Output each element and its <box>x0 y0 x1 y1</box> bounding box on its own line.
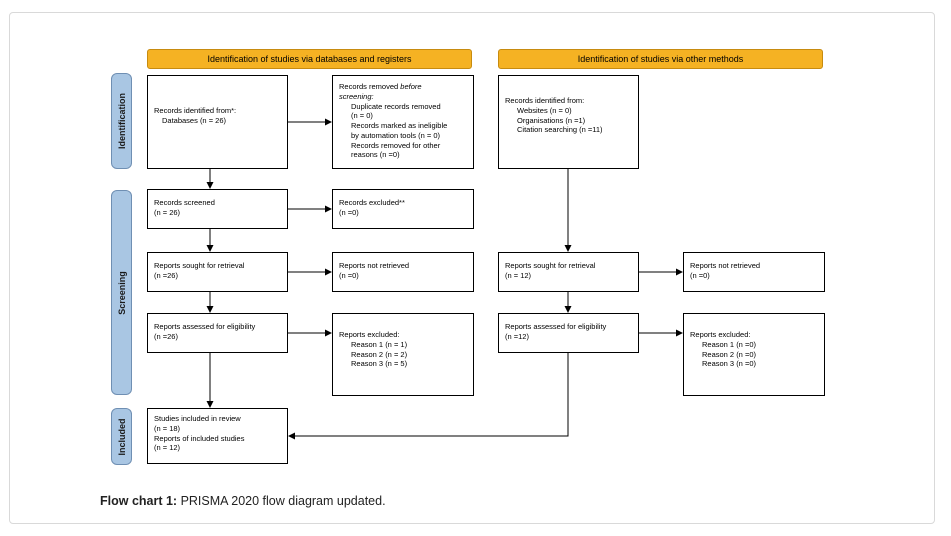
other-records-identified-line3: Organisations (n =1) <box>517 115 586 125</box>
reports-excluded-line1: Reports excluded: <box>339 330 400 339</box>
records-removed-line6: by automation tools (n = 0) <box>351 130 441 140</box>
other-reports-sought-box: Reports sought for retrieval (n = 12) <box>498 252 639 292</box>
reports-not-retrieved-line1: Reports not retrieved <box>339 261 410 270</box>
records-excluded-line1: Records excluded** <box>339 198 405 207</box>
reports-sought-line2: (n =26) <box>154 270 178 280</box>
studies-included-line1: Studies included in review <box>154 414 241 423</box>
reports-not-retrieved-box: Reports not retrieved (n =0) <box>332 252 474 292</box>
other-reports-not-retrieved-line1: Reports not retrieved <box>690 261 761 270</box>
records-removed-box: Records removed before screening: Duplic… <box>332 75 474 169</box>
records-removed-line5: Records marked as ineligible <box>351 121 448 130</box>
records-screened-box: Records screened (n = 26) <box>147 189 288 229</box>
other-reports-excluded-line2: Reason 1 (n =0) <box>702 339 756 349</box>
reports-assessed-box: Reports assessed for eligibility (n =26) <box>147 313 288 353</box>
header-other-methods-text: Identification of studies via other meth… <box>577 54 744 64</box>
studies-included-line4: (n = 12) <box>154 443 181 453</box>
reports-not-retrieved-line2: (n =0) <box>339 270 359 280</box>
other-reports-excluded-line4: Reason 3 (n =0) <box>702 359 756 369</box>
other-reports-sought-line2: (n = 12) <box>505 270 532 280</box>
reports-assessed-line1: Reports assessed for eligibility <box>154 322 256 331</box>
records-removed-line8: reasons (n =0) <box>351 150 400 160</box>
records-screened-line1: Records screened <box>154 198 215 207</box>
caption-label: Flow chart 1: <box>100 494 178 508</box>
header-other-methods: Identification of studies via other meth… <box>498 49 823 69</box>
header-databases: Identification of studies via databases … <box>147 49 472 69</box>
reports-assessed-line2: (n =26) <box>154 331 178 341</box>
records-excluded-line2: (n =0) <box>339 207 359 217</box>
other-reports-assessed-box: Reports assessed for eligibility (n =12) <box>498 313 639 353</box>
caption-text: PRISMA 2020 flow diagram updated. <box>177 494 386 508</box>
records-identified-line2: Databases (n = 26) <box>162 115 226 125</box>
other-records-identified-line2: Websites (n = 0) <box>517 105 572 115</box>
other-reports-assessed-line2: (n =12) <box>505 331 529 341</box>
other-records-identified-line1: Records identified from: <box>505 96 585 105</box>
phase-included: Included <box>111 408 132 465</box>
records-identified-line1: Records identified from*: <box>154 106 237 115</box>
reports-excluded-line3: Reason 2 (n = 2) <box>351 349 408 359</box>
figure-frame <box>9 12 935 524</box>
reports-excluded-box: Reports excluded: Reason 1 (n = 1) Reaso… <box>332 313 474 396</box>
reports-excluded-line2: Reason 1 (n = 1) <box>351 339 408 349</box>
other-records-identified-box: Records identified from: Websites (n = 0… <box>498 75 639 169</box>
other-records-identified-line4: Citation searching (n =11) <box>517 125 603 135</box>
other-reports-excluded-box: Reports excluded: Reason 1 (n =0) Reason… <box>683 313 825 396</box>
other-reports-excluded-line1: Reports excluded: <box>690 330 751 339</box>
records-removed-line1a: Records removed <box>339 82 401 91</box>
studies-included-box: Studies included in review (n = 18) Repo… <box>147 408 288 464</box>
records-identified-box: Records identified from*: Databases (n =… <box>147 75 288 169</box>
reports-sought-line1: Reports sought for retrieval <box>154 261 245 270</box>
studies-included-line3: Reports of included studies <box>154 433 245 443</box>
other-reports-excluded-line3: Reason 2 (n =0) <box>702 349 756 359</box>
reports-excluded-line4: Reason 3 (n = 5) <box>351 359 408 369</box>
figure-caption: Flow chart 1: PRISMA 2020 flow diagram u… <box>100 494 386 508</box>
records-removed-line4: (n = 0) <box>351 111 373 121</box>
records-removed-line2: screening: <box>339 91 374 101</box>
other-reports-assessed-line1: Reports assessed for eligibility <box>505 322 607 331</box>
phase-screening: Screening <box>111 190 132 395</box>
records-removed-line1b: before <box>400 82 422 91</box>
header-databases-text: Identification of studies via databases … <box>207 54 412 64</box>
phase-identification: Identification <box>111 73 132 169</box>
other-reports-not-retrieved-line2: (n =0) <box>690 270 710 280</box>
arrow-other-assessed-to-included <box>288 353 569 440</box>
records-removed-line7: Records removed for other <box>351 140 441 150</box>
reports-sought-box: Reports sought for retrieval (n =26) <box>147 252 288 292</box>
records-removed-line1: Records removed before <box>339 82 467 92</box>
records-excluded-box: Records excluded** (n =0) <box>332 189 474 229</box>
other-reports-not-retrieved-box: Reports not retrieved (n =0) <box>683 252 825 292</box>
records-removed-line3: Duplicate records removed <box>351 101 441 111</box>
studies-included-line2: (n = 18) <box>154 423 181 433</box>
records-screened-line2: (n = 26) <box>154 207 181 217</box>
other-reports-sought-line1: Reports sought for retrieval <box>505 261 596 270</box>
